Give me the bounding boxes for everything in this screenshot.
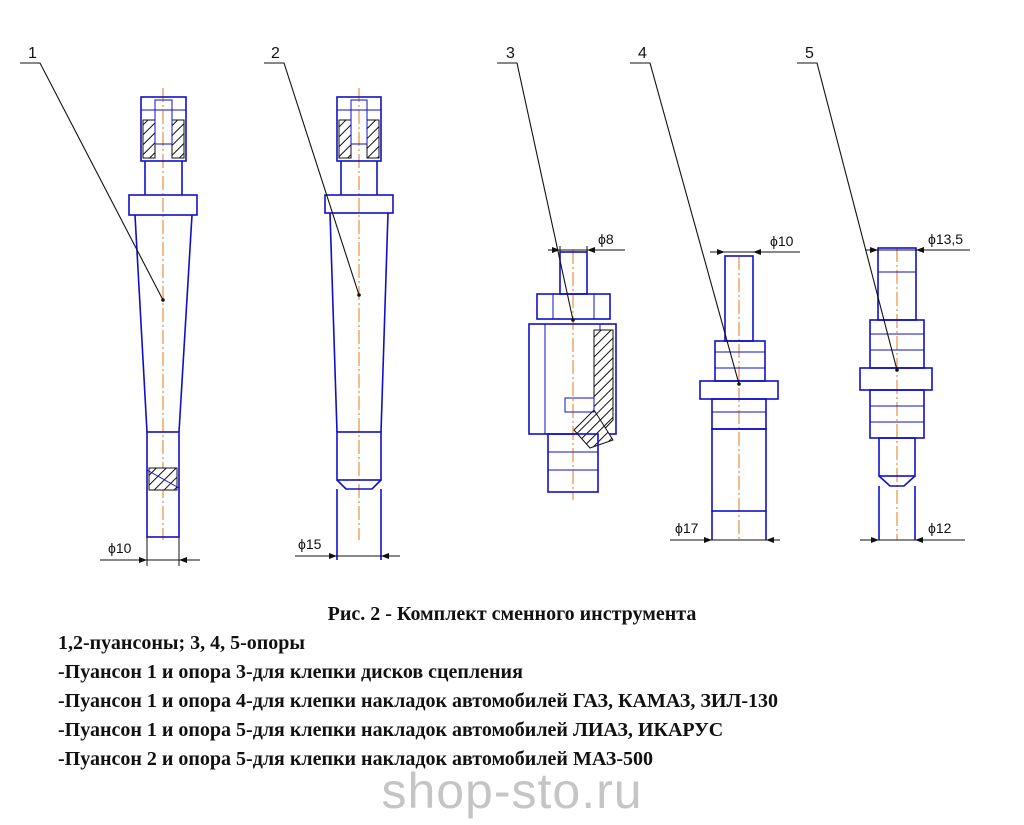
part-number-1: 1 <box>28 45 37 62</box>
part-number-2: 2 <box>271 45 280 62</box>
dim-label-part-4-bottom: ϕ17 <box>675 520 699 536</box>
technical-drawing: 1 2 3 4 5 ϕ10 ϕ15 ϕ8 ϕ10 ϕ17 <box>20 45 970 566</box>
dimension-part-1: ϕ10 <box>100 537 200 566</box>
dimension-part-4-bottom: ϕ17 <box>670 520 780 543</box>
part-number-3: 3 <box>506 45 515 62</box>
support-4 <box>699 255 779 540</box>
part-number-5: 5 <box>805 45 814 62</box>
part-number-4: 4 <box>638 45 647 62</box>
dimension-part-5-top: ϕ13,5 <box>865 231 970 253</box>
caption-line-3: -Пуансон 1 и опора 4-для клепки накладок… <box>58 690 778 712</box>
dim-label-part-3: ϕ8 <box>598 231 614 247</box>
caption-title: Рис. 2 - Комплект сменного инструмента <box>327 603 697 625</box>
punch-1 <box>128 88 198 540</box>
dim-label-part-2: ϕ15 <box>298 536 322 552</box>
caption-line-1: 1,2-пуансоны; 3, 4, 5-опоры <box>58 632 306 654</box>
dim-label-part-4-top: ϕ10 <box>770 233 794 249</box>
dimension-part-3: ϕ8 <box>548 231 625 253</box>
figure-caption: Рис. 2 - Комплект сменного инструмента 1… <box>0 600 1024 774</box>
leader-lines <box>20 62 899 386</box>
support-5 <box>859 247 933 540</box>
caption-line-5: -Пуансон 2 и опора 5-для клепки накладок… <box>58 748 653 770</box>
dim-label-part-5-top: ϕ13,5 <box>928 231 963 247</box>
caption-line-4: -Пуансон 1 и опора 5-для клепки накладок… <box>58 719 724 741</box>
dim-label-part-1: ϕ10 <box>108 540 132 556</box>
watermark: shop-sto.ru <box>381 763 643 819</box>
dimension-part-5-bottom: ϕ12 <box>860 520 965 543</box>
dimension-part-2: ϕ15 <box>295 536 400 559</box>
caption-line-2: -Пуансон 1 и опора 3-для клепки дисков с… <box>58 661 523 683</box>
dimension-part-4-top: ϕ10 <box>710 233 800 255</box>
punch-2 <box>324 88 394 560</box>
dim-label-part-5-bottom: ϕ12 <box>928 520 952 536</box>
support-3 <box>528 250 617 500</box>
